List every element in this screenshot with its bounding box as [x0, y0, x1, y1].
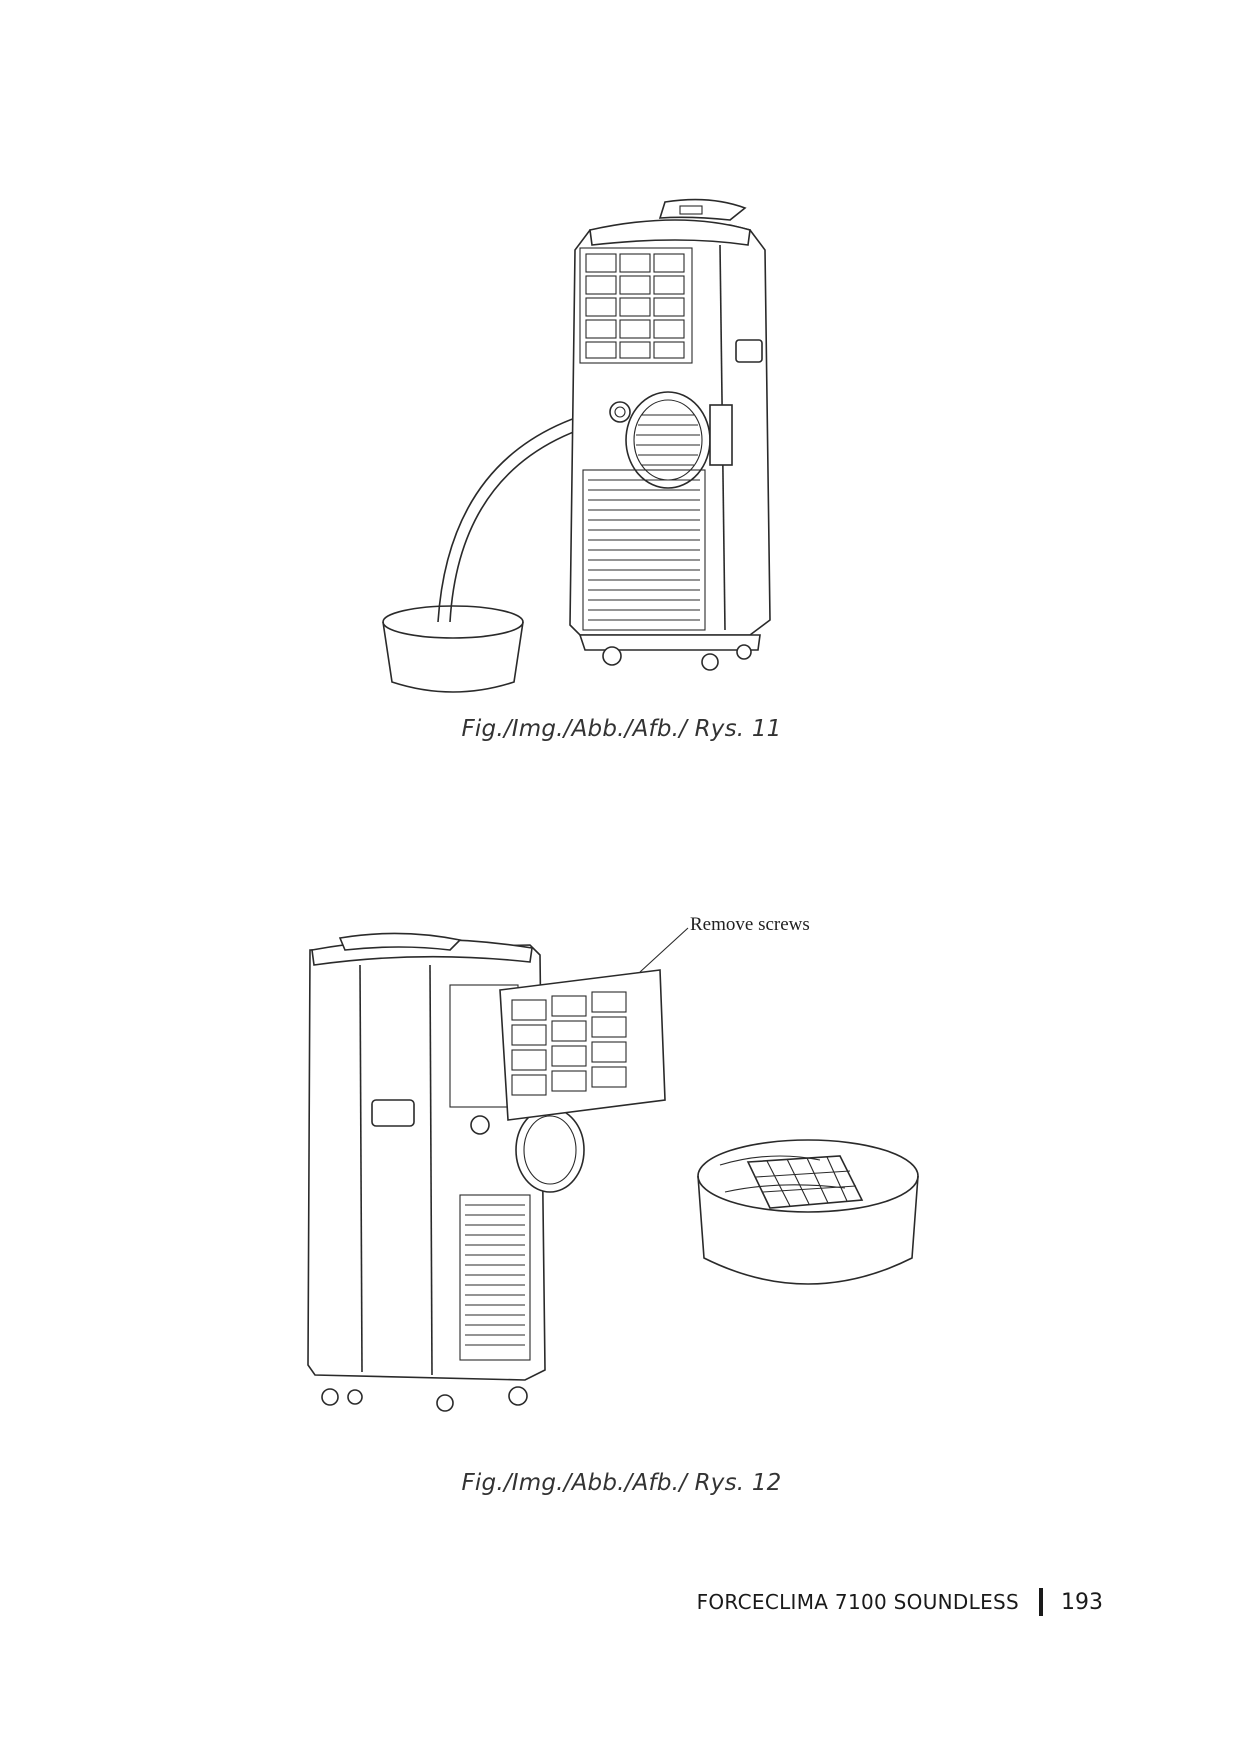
page-number: 193	[1061, 1589, 1103, 1615]
figure-12-filter-removal-illustration	[300, 910, 980, 1430]
removed-filter-panel	[499, 927, 689, 1121]
figure-12-caption: Fig./Img./Abb./Afb./ Rys. 12	[461, 1470, 782, 1496]
figure-11-drain-illustration	[380, 190, 880, 710]
footer-divider	[1039, 1588, 1043, 1616]
remove-screws-label: Remove screws	[690, 914, 810, 935]
product-name: FORCECLIMA 7100 SOUNDLESS	[696, 1590, 1019, 1614]
air-conditioner-unit-front	[569, 198, 771, 671]
water-bowl-illustration	[382, 605, 524, 693]
page-footer: FORCECLIMA 7100 SOUNDLESS 193	[697, 1588, 1103, 1616]
cleaning-basin-illustration	[697, 1139, 919, 1285]
figure-11-caption: Fig./Img./Abb./Afb./ Rys. 11	[461, 716, 782, 742]
air-conditioner-unit-rear	[307, 932, 585, 1412]
